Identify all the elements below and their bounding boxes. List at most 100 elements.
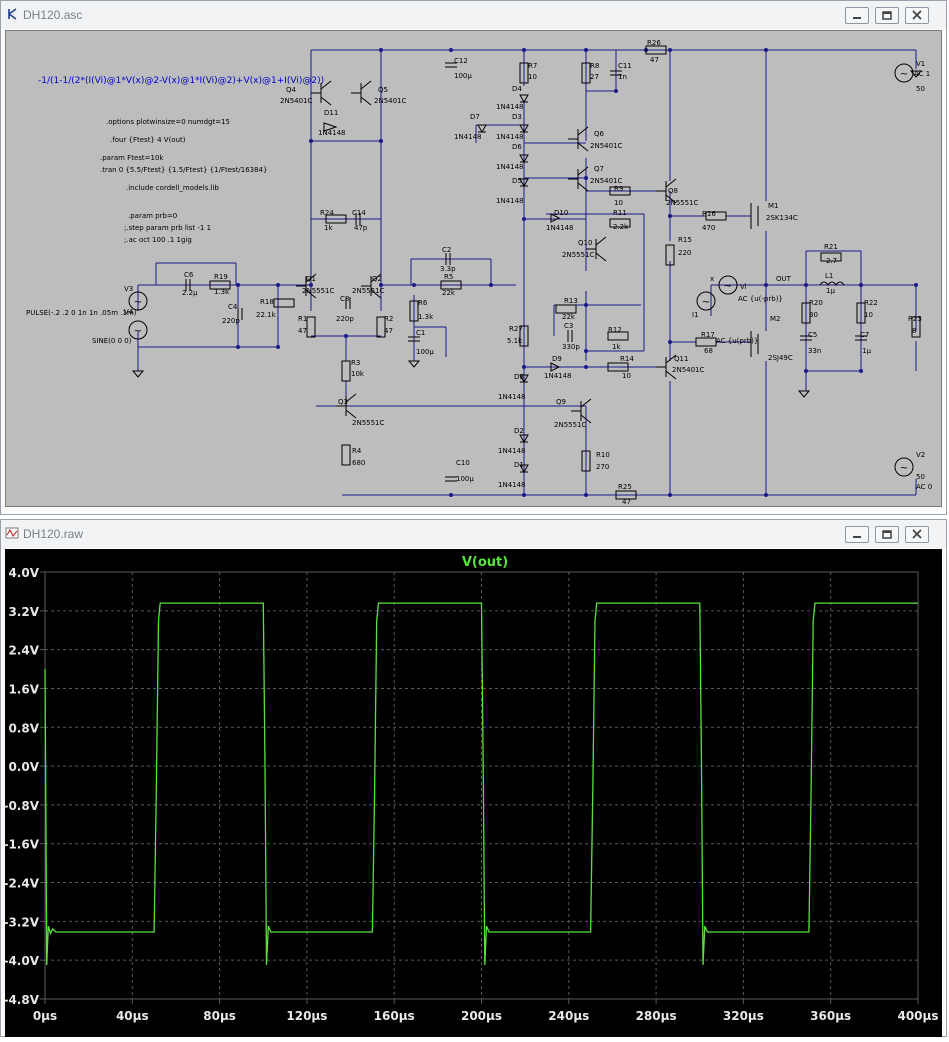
minimize-button[interactable] <box>845 526 869 543</box>
component-label: C3 <box>564 322 573 330</box>
component-label: C11 <box>618 62 632 70</box>
spice-directive[interactable]: ;.step param prb list -1 1 <box>124 224 211 232</box>
y-tick-label: 1.6V <box>8 682 39 696</box>
component-label: 2N5551C <box>302 287 335 295</box>
component-label: R21 <box>824 243 838 251</box>
component-label: 2.2k <box>613 223 629 231</box>
component-label: R20 <box>809 299 823 307</box>
y-tick-label: -1.6V <box>5 838 40 852</box>
y-tick-label: 2.4V <box>8 644 39 658</box>
component-label: C7 <box>860 331 869 339</box>
y-tick-label: -4.0V <box>5 954 40 968</box>
component-label: 47p <box>354 224 368 232</box>
component-label: 3.3p <box>440 265 456 273</box>
component-label: 1k <box>612 343 621 351</box>
y-tick-label: 3.2V <box>8 605 39 619</box>
component-label: R10 <box>596 451 610 459</box>
component-label: 1k <box>324 224 333 232</box>
x-tick-label: 400µs <box>897 1009 938 1023</box>
schematic-window[interactable]: DH120.asc ~~~~~~ -1/(1-1/(2*(I(Vi)@1*V(x… <box>0 0 947 515</box>
spice-directive[interactable]: .options plotwinsize=0 numdgt=15 <box>106 118 230 126</box>
spice-directive[interactable]: .param prb=0 <box>128 212 177 220</box>
x-tick-label: 320µs <box>723 1009 764 1023</box>
component-label: D4 <box>512 85 522 93</box>
component-label: 33n <box>808 347 821 355</box>
component-label: 1N4148 <box>544 372 572 380</box>
component-label: D7 <box>470 113 480 121</box>
component-label: R27 <box>509 325 523 333</box>
minimize-button[interactable] <box>845 7 869 24</box>
component-label: Q9 <box>556 398 566 406</box>
restore-button[interactable] <box>875 7 899 24</box>
y-tick-label: -2.4V <box>5 877 40 891</box>
component-label: 22k <box>442 289 456 297</box>
component-label: .1µ <box>860 347 872 355</box>
component-label: R8 <box>590 62 599 70</box>
trace-name-label[interactable]: V(out) <box>462 555 508 570</box>
component-label: I1 <box>692 311 699 319</box>
spice-directive[interactable]: .include cordell_models.lib <box>126 184 219 192</box>
component-label: 2SJ49C <box>768 354 793 362</box>
component-label: 10 <box>622 372 631 380</box>
y-tick-label: -3.2V <box>5 915 40 929</box>
spice-directive[interactable]: ;.ac oct 100 .1 1gig <box>124 236 192 244</box>
component-label: 1µ <box>826 287 835 295</box>
y-tick-label: 0.8V <box>8 721 39 735</box>
component-label: 50 <box>916 473 925 481</box>
component-label: 1N4148 <box>498 393 526 401</box>
component-label: Q10 <box>578 239 592 247</box>
schematic-drawing: ~~~~~~ -1/(1-1/(2*(I(Vi)@1*V(x)@2-V(x)@1… <box>6 31 941 506</box>
spice-directive[interactable]: -1/(1-1/(2*(I(Vi)@1*V(x)@2-V(x)@1*I(Vi)@… <box>38 76 324 86</box>
component-label: 1N4148 <box>498 447 526 455</box>
component-label: Q3 <box>338 398 348 406</box>
component-label: R6 <box>418 299 428 307</box>
component-label: R16 <box>702 210 716 218</box>
component-label: Vi <box>740 283 747 291</box>
x-tick-label: 160µs <box>374 1009 415 1023</box>
schematic-titlebar[interactable]: DH120.asc <box>1 1 946 29</box>
component-label: 10 <box>864 311 873 319</box>
component-label: L1 <box>825 272 833 280</box>
x-tick-label: 360µs <box>810 1009 851 1023</box>
close-button[interactable] <box>905 7 929 24</box>
waveform-plot[interactable]: 4.0V3.2V2.4V1.6V0.8V0.0V-0.8V-1.6V-2.4V-… <box>5 549 942 1037</box>
y-tick-label: -4.8V <box>5 993 40 1007</box>
component-label: OUT <box>776 275 792 283</box>
component-label: C12 <box>454 57 468 65</box>
component-label: R13 <box>564 297 578 305</box>
component-label: 1.3k <box>214 288 230 296</box>
schematic-canvas[interactable]: ~~~~~~ -1/(1-1/(2*(I(Vi)@1*V(x)@2-V(x)@1… <box>5 30 942 507</box>
component-label: Q6 <box>594 130 605 138</box>
component-label: R11 <box>613 209 627 217</box>
restore-button[interactable] <box>875 526 899 543</box>
component-label: 1N4148 <box>496 163 524 171</box>
svg-text:~: ~ <box>724 281 732 292</box>
component-label: V3 <box>124 285 133 293</box>
spice-directive[interactable]: .four {Ftest} 4 V(out) <box>110 136 186 144</box>
component-label: 47 <box>384 327 393 335</box>
component-label: 68 <box>704 347 713 355</box>
spice-directive[interactable]: .param Ftest=10k <box>100 154 164 162</box>
close-button[interactable] <box>905 526 929 543</box>
component-label: R24 <box>320 209 334 217</box>
component-label: R23 <box>908 315 922 323</box>
component-label: R2 <box>384 315 393 323</box>
spice-directive[interactable]: .tran 0 {5.5/Ftest} {1.5/Ftest} {1/Ftest… <box>100 166 267 174</box>
svg-text:~: ~ <box>702 297 710 308</box>
component-label: Q8 <box>668 187 678 195</box>
component-label: 47 <box>650 56 659 64</box>
component-label: D5 <box>512 177 522 185</box>
component-label: D9 <box>552 355 562 363</box>
component-label: 2N5401C <box>374 97 407 105</box>
component-label: R14 <box>620 355 634 363</box>
component-label: D1 <box>514 461 524 469</box>
component-label: R4 <box>352 447 362 455</box>
waveform-titlebar[interactable]: DH120.raw <box>1 520 946 548</box>
component-label: M1 <box>768 202 779 210</box>
component-label: 2SK134C <box>766 214 798 222</box>
component-label: Q7 <box>594 165 604 173</box>
component-label: D3 <box>512 113 522 121</box>
schematic-app-icon <box>5 7 19 21</box>
